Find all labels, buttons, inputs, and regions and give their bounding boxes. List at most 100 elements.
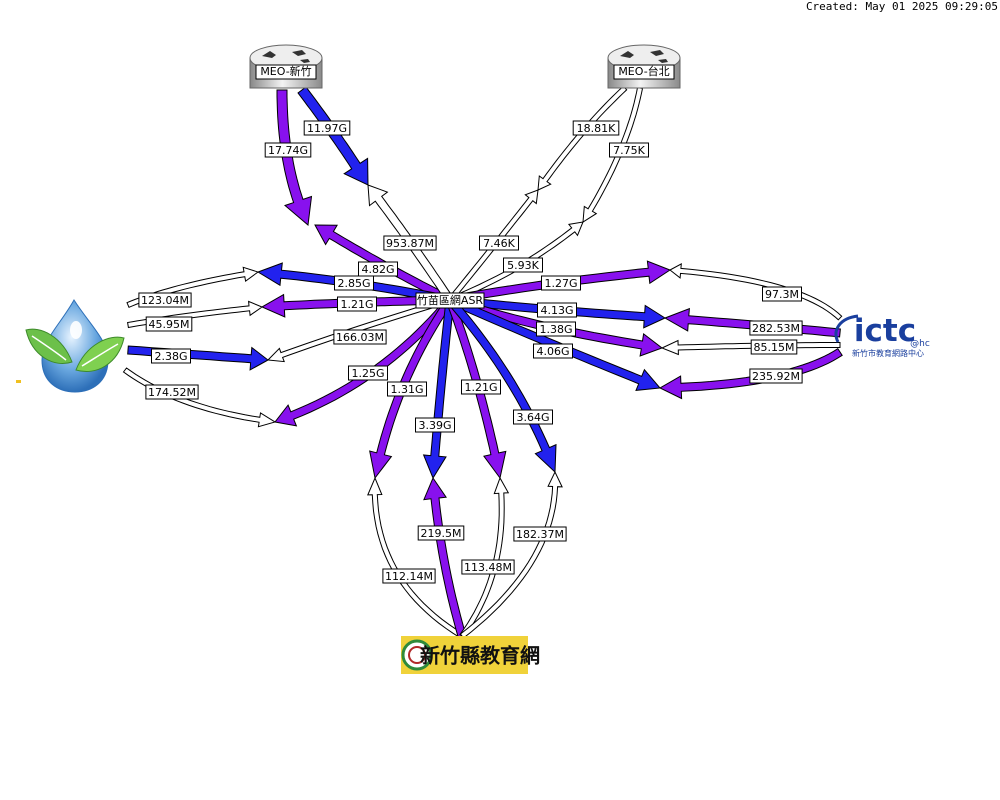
link-label-text: 1.38G (539, 323, 572, 336)
ictc-suffix: @hc (910, 339, 930, 349)
link-label-left-4h: 1.25G (348, 365, 388, 381)
link-label-box (536, 321, 576, 337)
link-label-box (609, 142, 649, 158)
link-label-box (572, 120, 620, 136)
link-label-box (541, 275, 581, 291)
county-education-label: 新竹縣教育網 (420, 644, 540, 668)
link-label-text: 953.87M (386, 237, 434, 250)
link-arrow-right-4o[interactable] (658, 348, 843, 400)
link-label-box (145, 316, 193, 332)
link-label-down-2o: 219.5M (417, 525, 465, 541)
link-label-box (337, 296, 377, 312)
link-label-box (264, 142, 312, 158)
link-arrow-left-3[interactable] (127, 345, 269, 371)
link-label-right-2o: 282.53M (749, 320, 803, 336)
link-label-text: 45.95M (149, 318, 190, 331)
link-label-box (513, 409, 553, 425)
link-label-text: 97.3M (765, 288, 799, 301)
link-label-box (145, 384, 199, 400)
link-label-left-1: 123.04M (138, 292, 192, 308)
link-label-text: 3.39G (418, 419, 451, 432)
link-label-left-3: 2.38G (151, 348, 191, 364)
router-icon-meo-hsinchu[interactable]: MEO-新竹 (249, 44, 323, 89)
link-label-meo-hc-in: 17.74G (264, 142, 312, 158)
link-label-text: 7.46K (483, 237, 515, 250)
link-label-box (382, 568, 436, 584)
ictc-logo-icon[interactable]: ictc @hc 新竹市教育網路中心 (834, 313, 930, 358)
link-arrow-right-1o[interactable] (669, 263, 843, 321)
link-label-down-4o: 182.37M (513, 526, 567, 542)
link-label-text: 113.48M (464, 561, 512, 574)
ictc-subtitle: 新竹市教育網路中心 (852, 348, 924, 358)
link-label-box (383, 235, 437, 251)
link-label-down-1: 1.31G (387, 381, 427, 397)
link-arrow-down-1o[interactable] (367, 476, 464, 639)
hub-node[interactable]: 竹苗區網ASR (415, 292, 485, 309)
link-label-text: 282.53M (752, 322, 800, 335)
router-icon-meo-taipei[interactable]: MEO-台北 (607, 44, 681, 89)
link-label-text: 1.21G (340, 298, 373, 311)
link-arrow-down-3o[interactable] (459, 476, 510, 639)
link-label-down-4: 3.64G (513, 409, 553, 425)
link-label-box (513, 526, 567, 542)
link-arrow-down-4o[interactable] (459, 470, 563, 639)
link-label-right-1o: 97.3M (762, 286, 802, 302)
link-label-text: 174.52M (148, 386, 196, 399)
link-arrow-meo-tp-a[interactable] (537, 85, 628, 191)
link-label-text: 2.38G (154, 350, 187, 363)
link-arrow-left-4h[interactable] (274, 296, 454, 427)
link-label-meo-hc-hub-b: 953.87M (383, 235, 437, 251)
link-label-box (503, 257, 543, 273)
link-label-down-1o: 112.14M (382, 568, 436, 584)
link-label-down-3o: 113.48M (461, 559, 515, 575)
link-label-text: 5.93K (507, 259, 539, 272)
link-label-left-1h: 2.85G (334, 275, 374, 291)
link-arrow-right-4[interactable] (447, 295, 662, 391)
link-arrow-down-4[interactable] (446, 296, 557, 474)
link-label-text: 2.85G (337, 277, 370, 290)
link-label-box (750, 339, 798, 355)
link-label-box (138, 292, 192, 308)
link-label-text: 112.14M (385, 570, 433, 583)
hub-label: 竹苗區網ASR (417, 293, 484, 307)
link-label-text: 1.25G (351, 367, 384, 380)
link-label-box (461, 559, 515, 575)
link-label-box (358, 261, 398, 277)
link-label-meo-hc-hub-a: 4.82G (358, 261, 398, 277)
link-label-meo-hc-out: 11.97G (303, 120, 351, 136)
link-label-text: 4.06G (536, 345, 569, 358)
link-label-text: 4.13G (540, 304, 573, 317)
link-label-right-1: 1.27G (541, 275, 581, 291)
link-label-text: 1.21G (464, 381, 497, 394)
link-label-right-4o: 235.92M (749, 368, 803, 384)
link-label-right-3o: 85.15M (750, 339, 798, 355)
link-label-text: 123.04M (141, 294, 189, 307)
link-label-right-3: 1.38G (536, 321, 576, 337)
link-label-box (749, 320, 803, 336)
links-layer (122, 85, 843, 639)
link-arrow-down-2[interactable] (422, 299, 455, 480)
link-label-box (762, 286, 802, 302)
link-label-box (417, 525, 465, 541)
link-arrow-meo-hc-in[interactable] (276, 89, 313, 226)
link-label-down-3: 1.21G (461, 379, 501, 395)
link-label-text: 4.82G (361, 263, 394, 276)
water-drop-logo-icon[interactable] (16, 299, 125, 393)
link-arrow-meo-hc-out[interactable] (297, 86, 369, 186)
link-label-text: 182.37M (516, 528, 564, 541)
link-label-box (749, 368, 803, 384)
link-label-meo-tp-a: 18.81K (572, 120, 620, 136)
link-arrow-meo-tp-b[interactable] (582, 86, 644, 223)
link-label-meo-tp-d: 5.93K (503, 257, 543, 273)
link-label-left-2: 45.95M (145, 316, 193, 332)
link-label-box (479, 235, 519, 251)
link-arrow-down-1[interactable] (369, 296, 454, 480)
link-label-left-4: 174.52M (145, 384, 199, 400)
link-label-right-2: 4.13G (537, 302, 577, 318)
link-arrow-down-2o[interactable] (423, 476, 467, 638)
link-label-box (333, 329, 387, 345)
link-label-left-3h: 166.03M (333, 329, 387, 345)
link-label-text: 235.92M (752, 370, 800, 383)
county-education-logo-icon[interactable]: 新竹縣教育網 (401, 636, 540, 674)
